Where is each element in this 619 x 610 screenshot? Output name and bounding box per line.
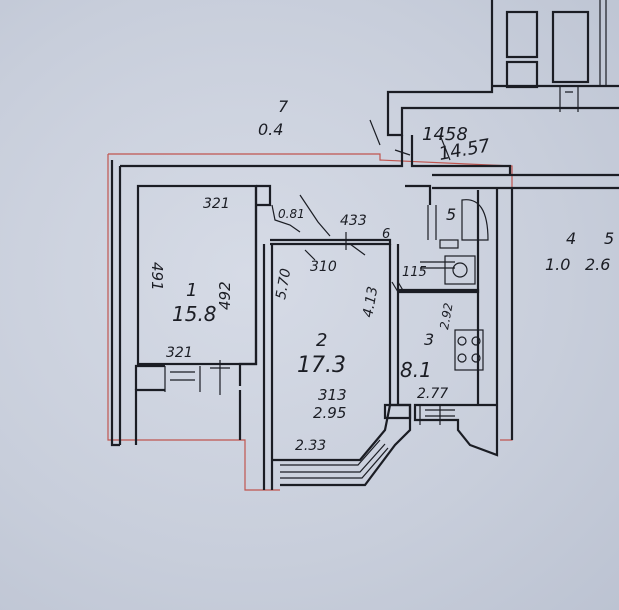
dim-321-bottom: 321 [166, 345, 193, 361]
room-7-number: 7 [278, 97, 289, 116]
dim-413: 4.13 [360, 285, 381, 318]
apartment-outline [107, 153, 513, 491]
room-2-area: 17.3 [297, 353, 346, 378]
dim-313: 313 [318, 386, 347, 404]
room-1-area: 15.8 [172, 302, 217, 326]
outer-walls [110, 135, 619, 457]
dim-492: 492 [216, 281, 234, 310]
room-5-number: 5 [604, 229, 614, 248]
dim-115: 115 [402, 265, 427, 280]
dim-292: 2.92 [437, 302, 455, 331]
corridor-walls [256, 184, 437, 250]
dim-310: 310 [310, 259, 337, 275]
dim-321-top: 321 [203, 196, 230, 212]
dim-5: 5 [446, 205, 456, 224]
room-4-area: 1.0 [545, 255, 570, 274]
room-1-number: 1 [186, 280, 197, 301]
dim-295: 2.95 [313, 404, 346, 422]
dim-491: 491 [148, 262, 166, 291]
room-2-walls [262, 244, 412, 490]
upper-structure [386, 0, 619, 137]
room-7-area: 0.4 [258, 120, 283, 139]
room-4-number: 4 [566, 229, 576, 248]
room-2-number: 2 [316, 330, 327, 351]
room-3-area: 8.1 [400, 358, 432, 382]
dim-233: 2.33 [295, 438, 326, 454]
dimension-ticks [304, 119, 451, 261]
dim-081: 0.81 [278, 207, 305, 221]
room-5-area: 2.6 [585, 255, 610, 274]
dim-1458: 1458 [422, 124, 468, 145]
dim-6: 6 [382, 227, 390, 242]
room-3-number: 3 [424, 330, 434, 349]
dim-277: 2.77 [417, 386, 448, 402]
dim-570: 5.70 [273, 267, 294, 301]
kitchen-walls [391, 190, 489, 425]
room-1-walls [136, 184, 258, 395]
dim-433: 433 [340, 213, 367, 229]
